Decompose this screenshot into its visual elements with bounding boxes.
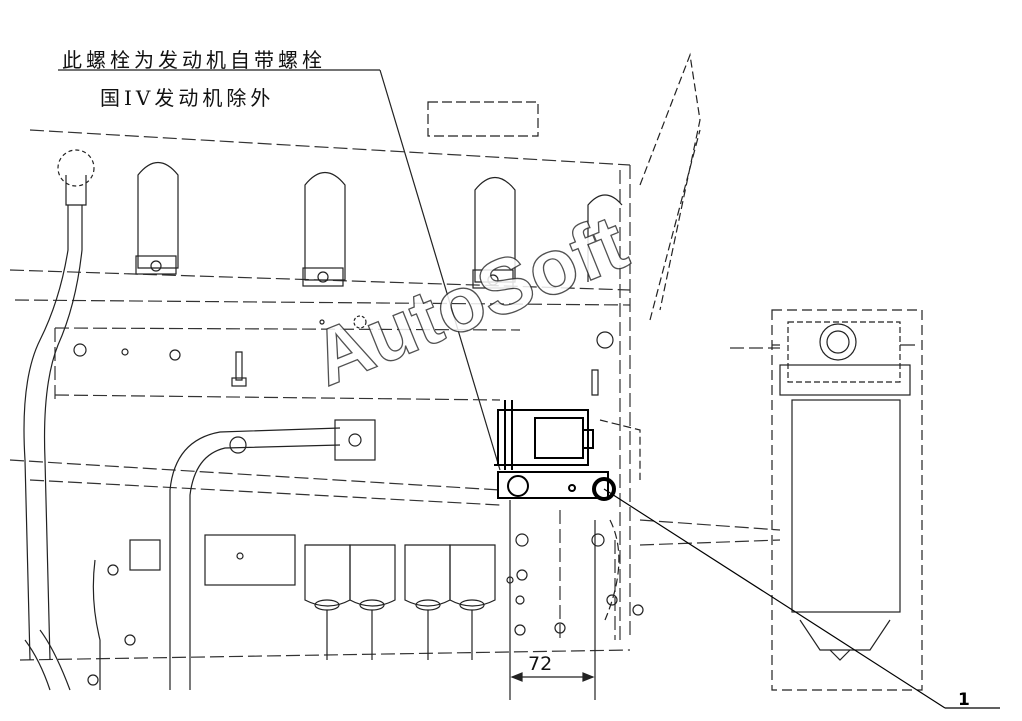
note-leader — [58, 69, 501, 471]
bolt-holes — [73, 315, 644, 686]
callout-leader — [603, 488, 1000, 709]
injector-connectors — [204, 534, 496, 660]
dimension-72 — [509, 500, 596, 700]
left-pipe — [23, 149, 95, 661]
head-ports — [135, 101, 623, 289]
sensor-bracket — [494, 400, 616, 501]
dimension-label: 72 — [528, 653, 553, 675]
pump-body — [24, 539, 161, 691]
fuel-filter — [771, 309, 923, 691]
engine-block — [9, 129, 781, 661]
callout-number: 1 — [958, 690, 970, 710]
note-line-2: 国IV发动机除外 — [100, 86, 275, 110]
fuel-pipe — [169, 419, 376, 690]
note-line-1: 此螺栓为发动机自带螺栓 — [62, 48, 326, 72]
side-bracket — [599, 52, 701, 621]
